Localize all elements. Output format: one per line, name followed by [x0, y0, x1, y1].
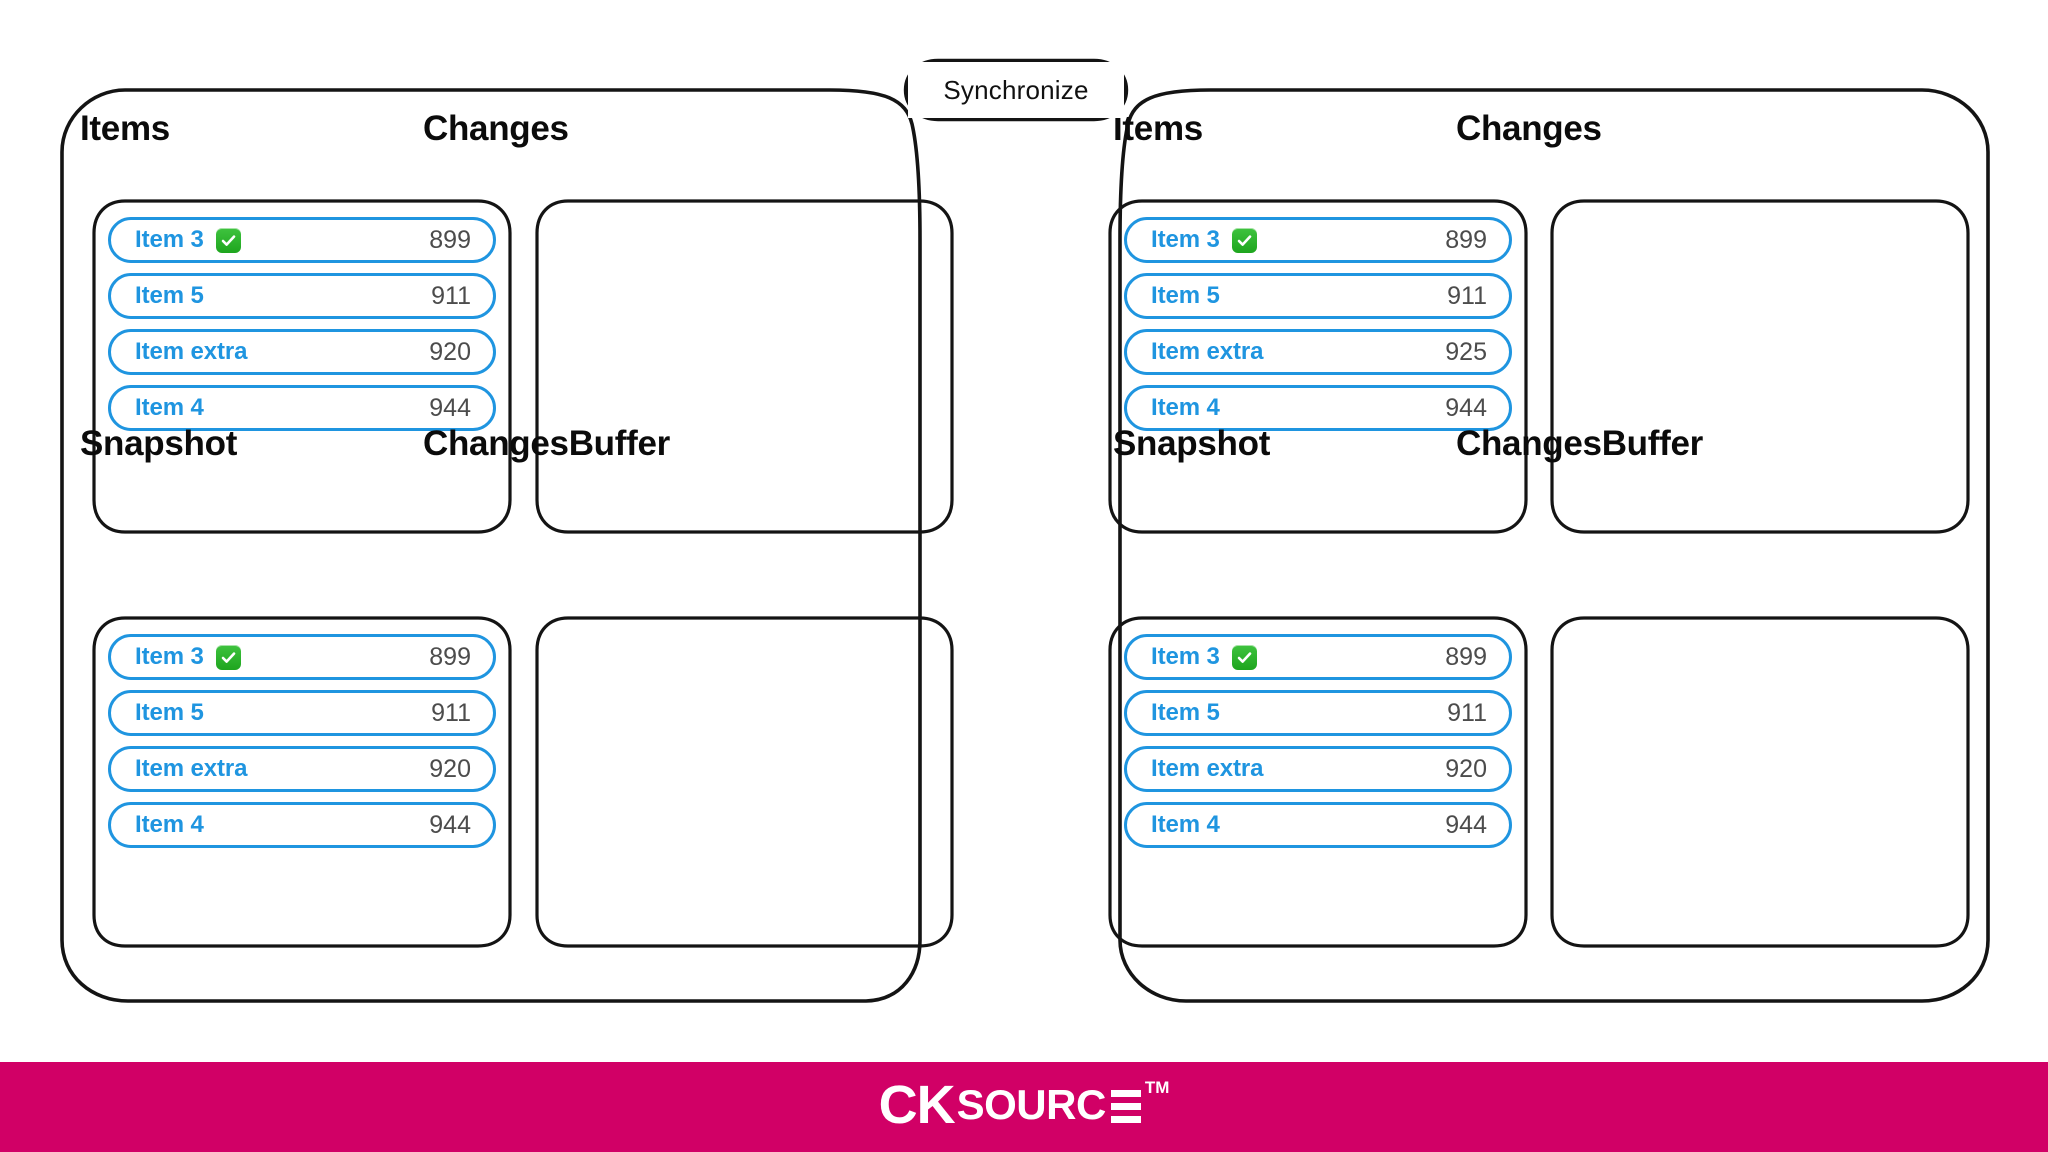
list-item[interactable]: Item 4 944	[108, 802, 496, 848]
list-item[interactable]: Item 3 899	[108, 634, 496, 680]
card-changesbuffer-left	[537, 618, 952, 946]
item-value: 911	[431, 281, 471, 310]
synchronize-bubble[interactable]: Synchronize	[908, 62, 1124, 118]
item-name: Item 3	[135, 643, 204, 670]
item-value: 944	[1445, 810, 1487, 839]
list-item[interactable]: Item extra 920	[1124, 746, 1512, 792]
green-check-icon	[215, 644, 241, 670]
section-title-items-left: Items	[80, 109, 170, 148]
section-title-snapshot-right: Snapshot	[1113, 424, 1271, 463]
card-changesbuffer-right	[1552, 618, 1968, 946]
item-value: 920	[429, 754, 471, 783]
cksource-logo: CK SOURC TM	[879, 1078, 1170, 1132]
pill-list-snapshot-left: Item 3 899 Item 5 911 Item extra 920 Ite…	[108, 634, 496, 848]
logo-source-text: SOURC	[956, 1081, 1107, 1128]
section-title-changesbuffer-right: ChangesBuffer	[1456, 424, 1703, 463]
item-value: 911	[431, 698, 471, 727]
list-item[interactable]: Item 3 899	[1124, 217, 1512, 263]
section-title-snapshot-left: Snapshot	[80, 424, 238, 463]
pill-list-snapshot-right: Item 3 899 Item 5 911 Item extra 920 Ite…	[1124, 634, 1512, 848]
card-snapshot-right: Item 3 899 Item 5 911 Item extra 920 Ite…	[1110, 618, 1526, 946]
card-changes-right	[1552, 201, 1968, 532]
item-name: Item 3	[135, 226, 204, 253]
green-check-icon	[1231, 644, 1257, 670]
logo-e-icon	[1110, 1090, 1141, 1124]
panel-left: Items Item 3 899 Item 5 911 Item extra 9…	[47, 88, 992, 1003]
item-value: 911	[1447, 281, 1487, 310]
pill-list-items-left: Item 3 899 Item 5 911 Item extra 920 Ite…	[108, 217, 496, 431]
list-item[interactable]: Item extra 920	[108, 746, 496, 792]
item-value: 899	[1445, 225, 1487, 254]
card-items-left: Item 3 899 Item 5 911 Item extra 920 Ite…	[94, 201, 510, 532]
section-title-changesbuffer-left: ChangesBuffer	[423, 424, 670, 463]
card-changes-left	[537, 201, 952, 532]
trademark-icon: TM	[1144, 1078, 1170, 1097]
item-name: Item 5	[1151, 282, 1220, 309]
item-value: 899	[1445, 642, 1487, 671]
list-item[interactable]: Item extra 920	[108, 329, 496, 375]
list-item[interactable]: Item extra 925	[1124, 329, 1512, 375]
item-name: Item extra	[1151, 755, 1264, 782]
item-name: Item 4	[135, 811, 204, 838]
list-item[interactable]: Item 3 899	[1124, 634, 1512, 680]
panel-right: Items Item 3 899 Item 5 911 Item extra 9…	[1080, 88, 1992, 1003]
section-title-items-right: Items	[1113, 109, 1203, 148]
list-item[interactable]: Item 5 911	[108, 690, 496, 736]
item-value: 899	[429, 225, 471, 254]
green-check-icon	[1231, 227, 1257, 253]
green-check-icon	[215, 227, 241, 253]
list-item[interactable]: Item 4 944	[1124, 802, 1512, 848]
pill-list-items-right: Item 3 899 Item 5 911 Item extra 925 Ite…	[1124, 217, 1512, 431]
item-name: Item 4	[1151, 811, 1220, 838]
synchronize-label: Synchronize	[943, 74, 1089, 105]
list-item[interactable]: Item 5 911	[1124, 690, 1512, 736]
list-item[interactable]: Item 5 911	[1124, 273, 1512, 319]
card-snapshot-left: Item 3 899 Item 5 911 Item extra 920 Ite…	[94, 618, 510, 946]
item-name: Item extra	[1151, 338, 1264, 365]
logo-ck-text: CK	[878, 1075, 956, 1135]
item-value: 911	[1447, 698, 1487, 727]
item-name: Item 5	[1151, 699, 1220, 726]
item-value: 920	[1445, 754, 1487, 783]
list-item[interactable]: Item 5 911	[108, 273, 496, 319]
card-items-right: Item 3 899 Item 5 911 Item extra 925 Ite…	[1110, 201, 1526, 532]
item-value: 925	[1445, 337, 1487, 366]
item-value: 920	[429, 337, 471, 366]
item-name: Item 3	[1151, 643, 1220, 670]
item-name: Item 4	[1151, 394, 1220, 421]
item-name: Item 4	[135, 394, 204, 421]
section-title-changes-right: Changes	[1456, 109, 1602, 148]
item-value: 944	[429, 810, 471, 839]
item-name: Item 5	[135, 282, 204, 309]
item-name: Item 5	[135, 699, 204, 726]
item-value: 944	[1445, 393, 1487, 422]
footer-bar: CK SOURC TM	[0, 1062, 2048, 1152]
item-name: Item extra	[135, 755, 248, 782]
item-name: Item 3	[1151, 226, 1220, 253]
section-title-changes-left: Changes	[423, 109, 569, 148]
item-value: 944	[429, 393, 471, 422]
item-name: Item extra	[135, 338, 248, 365]
list-item[interactable]: Item 3 899	[108, 217, 496, 263]
item-value: 899	[429, 642, 471, 671]
